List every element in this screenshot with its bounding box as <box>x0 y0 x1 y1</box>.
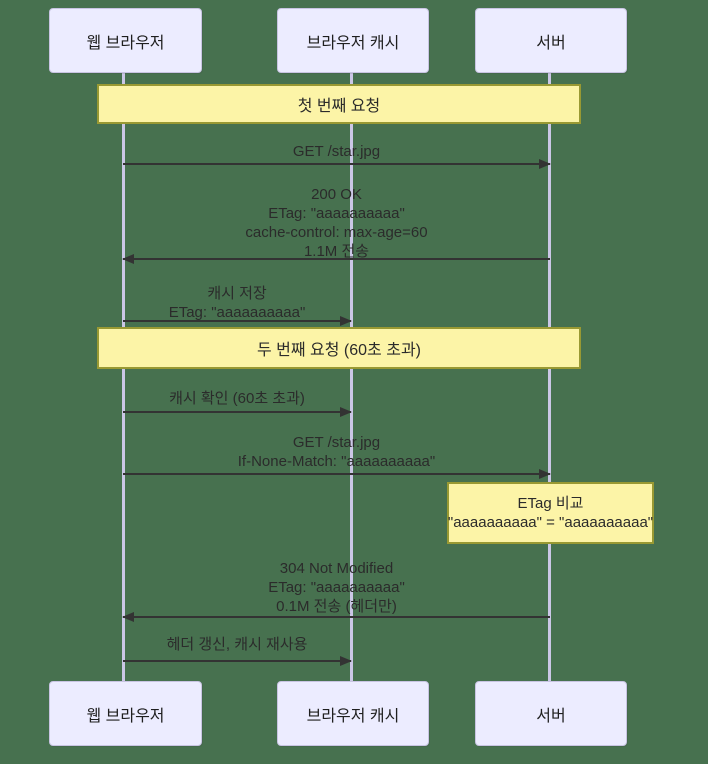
message-line: 헤더 갱신, 캐시 재사용 <box>166 636 308 653</box>
message-line: GET /star.jpg <box>292 143 381 160</box>
message-line: ETag: "aaaaaaaaaa" <box>268 205 405 222</box>
actor-label: 웹 브라우저 <box>86 34 165 52</box>
lifeline-browser-cache <box>350 73 353 681</box>
actor-label: 서버 <box>536 707 566 725</box>
message-line: GET /star.jpg <box>292 434 381 451</box>
message-line: 200 OK <box>311 186 362 203</box>
arrow-browser-to-server <box>123 469 551 479</box>
actor-label: 브라우저 캐시 <box>306 707 400 725</box>
arrow-server-to-browser <box>122 254 550 264</box>
actor-top-browser-cache: 브라우저 캐시 <box>277 8 429 73</box>
arrow-browser-to-cache <box>123 407 352 417</box>
message-304-not-modified: 304 Not Modified ETag: "aaaaaaaaaa" 0.1M… <box>123 559 550 616</box>
message-line: ETag: "aaaaaaaaaa" <box>268 579 405 596</box>
message-cache-check: 캐시 확인 (60초 초과) <box>123 389 351 408</box>
message-line: If-None-Match: "aaaaaaaaaa" <box>237 453 436 470</box>
band-second-request: 두 번째 요청 (60초 초과) <box>97 327 581 369</box>
message-line: ETag: "aaaaaaaaaa" <box>168 304 306 321</box>
band-label: 두 번째 요청 (60초 초과) <box>257 342 421 359</box>
message-cache-store: 캐시 저장 ETag: "aaaaaaaaaa" <box>123 284 351 322</box>
message-line: 1.1M 전송 <box>303 243 370 260</box>
lifeline-server <box>548 73 551 681</box>
arrow-browser-to-cache <box>123 316 352 326</box>
note-line: "aaaaaaaaaa" = "aaaaaaaaaa" <box>447 514 654 531</box>
actor-top-server: 서버 <box>475 8 627 73</box>
note-line: ETag 비교 <box>517 495 584 512</box>
band-label: 첫 번째 요청 <box>297 98 381 115</box>
message-line: 캐시 저장 <box>207 285 267 302</box>
message-line: 캐시 확인 (60초 초과) <box>169 390 305 407</box>
message-line: 304 Not Modified <box>279 560 394 577</box>
actor-label: 웹 브라우저 <box>86 707 165 725</box>
actor-label: 브라우저 캐시 <box>306 34 400 52</box>
arrow-browser-to-cache <box>123 656 352 666</box>
actor-bottom-web-browser: 웹 브라우저 <box>49 681 202 746</box>
note-etag-compare: ETag 비교 "aaaaaaaaaa" = "aaaaaaaaaa" <box>447 482 654 544</box>
message-200-ok: 200 OK ETag: "aaaaaaaaaa" cache-control:… <box>123 185 550 261</box>
message-header-refresh: 헤더 갱신, 캐시 재사용 <box>123 635 351 654</box>
message-line: cache-control: max-age=60 <box>245 224 428 241</box>
actor-bottom-browser-cache: 브라우저 캐시 <box>277 681 429 746</box>
band-first-request: 첫 번째 요청 <box>97 84 581 124</box>
actor-bottom-server: 서버 <box>475 681 627 746</box>
actor-top-web-browser: 웹 브라우저 <box>49 8 202 73</box>
arrow-browser-to-server <box>123 159 551 169</box>
message-get-star-jpg: GET /star.jpg <box>123 142 550 161</box>
message-conditional-get: GET /star.jpg If-None-Match: "aaaaaaaaaa… <box>123 433 550 471</box>
message-line: 0.1M 전송 (헤더만) <box>276 598 397 615</box>
lifeline-web-browser <box>122 73 125 681</box>
arrow-server-to-browser <box>122 612 550 622</box>
actor-label: 서버 <box>536 34 566 52</box>
